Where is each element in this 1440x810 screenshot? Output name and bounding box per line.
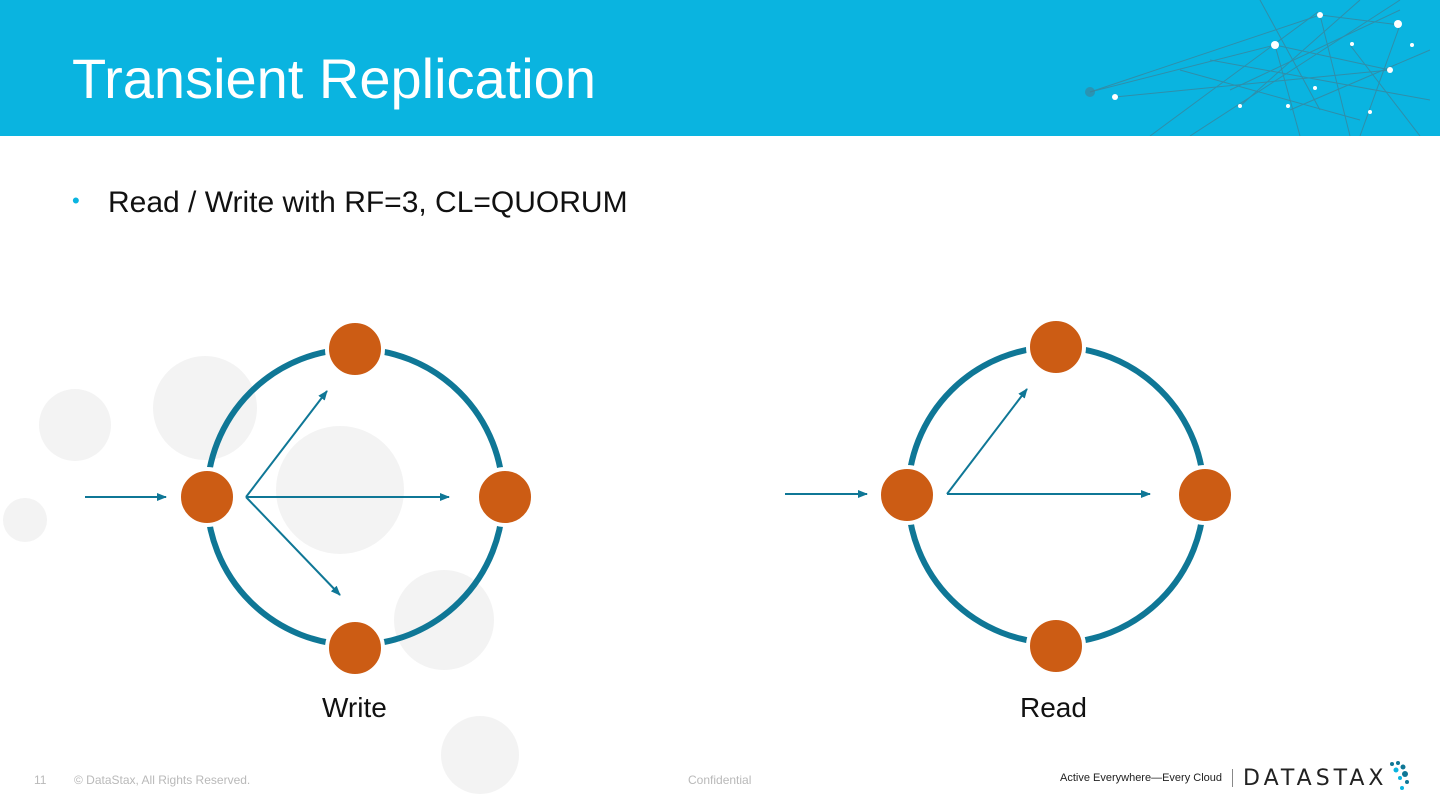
write-arrow-bottom bbox=[245, 496, 341, 596]
read-caption: Read bbox=[1020, 692, 1087, 723]
write-caption: Write bbox=[322, 692, 387, 723]
slide-title: Transient Replication bbox=[72, 47, 596, 110]
network-graphic bbox=[1085, 0, 1431, 136]
read-node-right bbox=[1175, 465, 1235, 525]
page-number: 11 bbox=[34, 773, 47, 787]
copyright-notice: © DataStax, All Rights Reserved. bbox=[74, 773, 251, 787]
read-diagram bbox=[785, 317, 1235, 676]
write-node-top bbox=[325, 319, 385, 379]
write-node-right bbox=[475, 467, 535, 527]
datastax-dots-icon bbox=[1389, 761, 1409, 790]
read-arrow-top bbox=[946, 388, 1028, 495]
brand-tagline: Active Everywhere—Every Cloud bbox=[1060, 772, 1223, 784]
read-node-bottom bbox=[1026, 616, 1086, 676]
write-node-bottom bbox=[325, 618, 385, 678]
brand-footer: Active Everywhere—Every Cloud DATASTAX bbox=[1060, 760, 1410, 796]
write-node-left bbox=[177, 467, 237, 527]
header-banner: Transient Replication bbox=[0, 0, 1440, 136]
brand-divider bbox=[1232, 769, 1234, 787]
write-arrow-top bbox=[245, 390, 328, 498]
datastax-logo: DATASTAX bbox=[1243, 765, 1388, 791]
bullet-dot-icon: • bbox=[72, 188, 80, 213]
background-bubbles bbox=[3, 356, 519, 794]
bullet-text: Read / Write with RF=3, CL=QUORUM bbox=[108, 186, 628, 219]
read-node-top bbox=[1026, 317, 1086, 377]
read-node-left bbox=[877, 465, 937, 525]
confidential-label: Confidential bbox=[688, 773, 752, 787]
bullet-item: • Read / Write with RF=3, CL=QUORUM bbox=[72, 186, 628, 220]
write-diagram bbox=[85, 319, 535, 678]
